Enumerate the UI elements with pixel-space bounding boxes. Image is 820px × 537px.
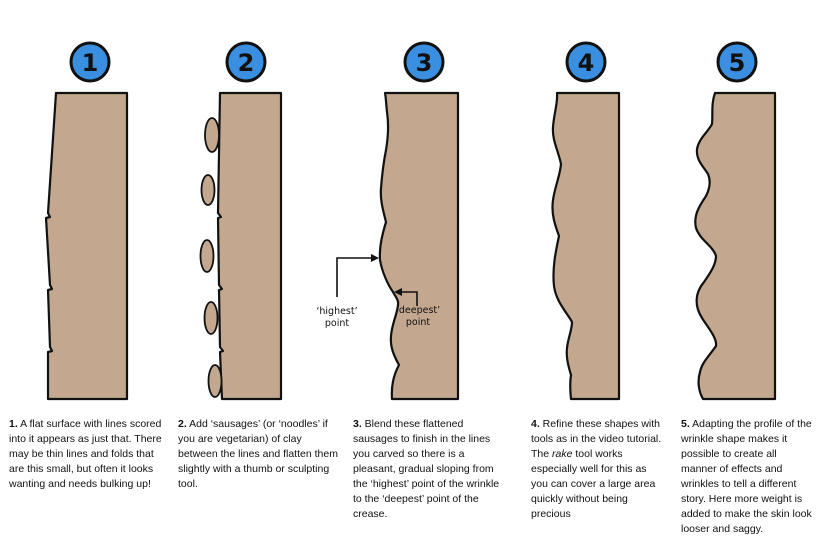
step-4-caption-number: 4. bbox=[531, 418, 540, 430]
step-3-badge: 3 bbox=[403, 41, 445, 83]
clay-sausage-5 bbox=[207, 364, 223, 398]
step-4-caption: 4. Refine these shapes with tools as in … bbox=[531, 417, 666, 522]
clay-sausage-2 bbox=[200, 174, 216, 206]
step-2-caption: 2. Add ‘sausages’ (or ‘noodles’ if you a… bbox=[178, 417, 338, 492]
step-2-number: 2 bbox=[238, 49, 255, 77]
step-5-badge: 5 bbox=[716, 41, 758, 83]
highest-point-label-line1: ‘highest’ bbox=[316, 306, 357, 317]
clay-sausage-1 bbox=[204, 117, 220, 153]
clay-profile-4 bbox=[551, 91, 621, 401]
clay-sausage-4 bbox=[203, 301, 219, 335]
step-5-number: 5 bbox=[729, 49, 746, 77]
step-1-caption: 1. A flat surface with lines scored into… bbox=[9, 417, 169, 492]
step-4-caption-text-after: tool works especially well for this as y… bbox=[531, 448, 656, 520]
step-3-caption: 3. Blend these flattened sausages to fin… bbox=[353, 417, 503, 522]
clay-sausage-3 bbox=[199, 239, 215, 273]
clay-profile-1 bbox=[44, 91, 129, 401]
step-4-badge: 4 bbox=[565, 41, 607, 83]
step-5-caption-number: 5. bbox=[681, 418, 690, 430]
step-2-caption-number: 2. bbox=[178, 418, 187, 430]
clay-profile-3 bbox=[378, 91, 460, 401]
step-1-caption-number: 1. bbox=[9, 418, 18, 430]
deepest-point-label-line2: point bbox=[406, 317, 431, 328]
step-3-caption-number: 3. bbox=[353, 418, 362, 430]
step-1-badge: 1 bbox=[69, 41, 111, 83]
step-2-caption-text: Add ‘sausages’ (or ‘noodles’ if you are … bbox=[178, 418, 338, 490]
step-4-caption-rake: rake bbox=[552, 448, 573, 460]
highest-point-label-line2: point bbox=[325, 318, 350, 329]
step-4-caption-text-before: Refine these shapes with tools as in the… bbox=[531, 418, 662, 460]
step-1-number: 1 bbox=[82, 49, 99, 77]
highest-point-arrow bbox=[336, 254, 379, 297]
step-2-badge: 2 bbox=[225, 41, 267, 83]
deepest-point-arrow bbox=[394, 288, 418, 306]
step-1-caption-text: A flat surface with lines scored into it… bbox=[9, 418, 162, 490]
step-3-caption-text: Blend these flattened sausages to finish… bbox=[353, 418, 500, 520]
step-3-number: 3 bbox=[416, 49, 433, 77]
deepest-point-label-line1: ‘deepest’ bbox=[396, 305, 440, 316]
step-5-caption-text: Adapting the profile of the wrinkle shap… bbox=[681, 418, 812, 535]
step-5-caption: 5. Adapting the profile of the wrinkle s… bbox=[681, 417, 813, 537]
step-4-number: 4 bbox=[578, 49, 595, 77]
clay-profile-2 bbox=[216, 91, 283, 401]
clay-profile-5 bbox=[694, 91, 777, 401]
